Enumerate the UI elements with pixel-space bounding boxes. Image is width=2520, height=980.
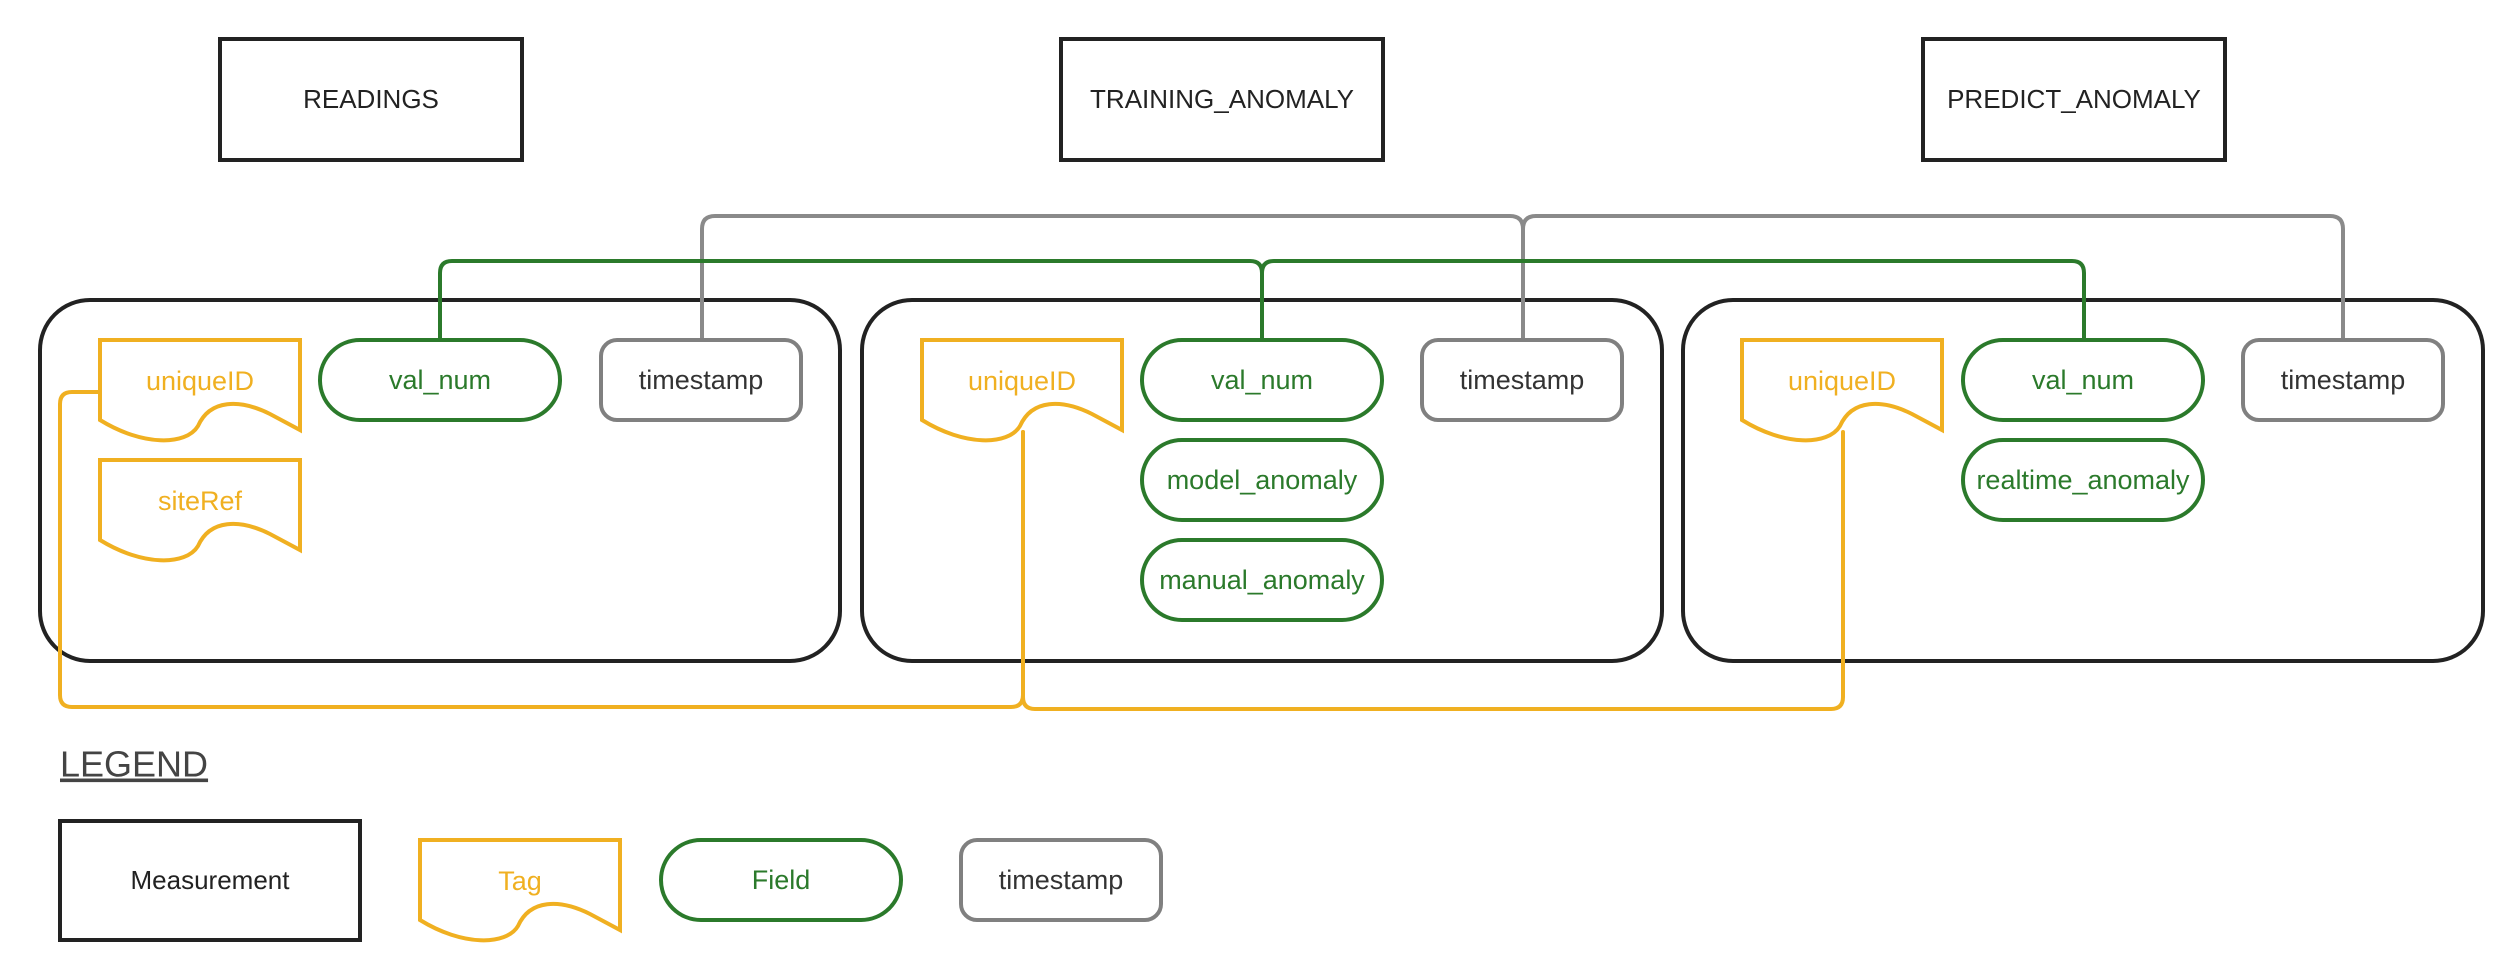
measurement-predict-anomaly: PREDICT_ANOMALY — [1921, 37, 2227, 162]
predict-tag-uniqueid: uniqueID — [1740, 338, 1944, 443]
timestamp-link-training-predict — [1521, 214, 2345, 342]
readings-tag-uniqueid: uniqueID — [98, 338, 302, 443]
training-field-model-anomaly-label: model_anomaly — [1167, 465, 1358, 495]
legend-tag-label: Tag — [498, 866, 542, 896]
readings-field-val-num-label: val_num — [389, 365, 491, 395]
legend-title: LEGEND — [60, 744, 208, 785]
readings-tag-uniqueid-label: uniqueID — [146, 366, 254, 396]
training-field-val-num: val_num — [1140, 338, 1384, 422]
predict-field-realtime-anomaly: realtime_anomaly — [1961, 438, 2205, 522]
measurement-training-anomaly: TRAINING_ANOMALY — [1059, 37, 1385, 162]
readings-timestamp: timestamp — [599, 338, 803, 422]
legend-measurement: Measurement — [58, 819, 362, 942]
legend-field-label: Field — [752, 865, 811, 895]
readings-timestamp-label: timestamp — [639, 365, 764, 395]
predict-timestamp: timestamp — [2241, 338, 2445, 422]
training-timestamp-label: timestamp — [1460, 365, 1585, 395]
training-field-manual-anomaly: manual_anomaly — [1140, 538, 1384, 622]
training-timestamp: timestamp — [1420, 338, 1624, 422]
training-field-val-num-label: val_num — [1211, 365, 1313, 395]
predict-field-val-num: val_num — [1961, 338, 2205, 422]
uniqueid-link-training-predict — [1021, 430, 1845, 711]
training-tag-uniqueid-label: uniqueID — [968, 366, 1076, 396]
readings-tag-siteref-label: siteRef — [158, 486, 243, 516]
predict-timestamp-label: timestamp — [2281, 365, 2406, 395]
uniqueid-link-readings-training — [58, 390, 1025, 709]
readings-field-val-num: val_num — [318, 338, 562, 422]
legend-measurement-label: Measurement — [131, 865, 291, 895]
predict-field-realtime-anomaly-label: realtime_anomaly — [1976, 465, 2190, 495]
measurement-training-label: TRAINING_ANOMALY — [1090, 84, 1354, 114]
legend-tag: Tag — [418, 838, 622, 943]
timestamp-link-readings-training — [700, 214, 1525, 342]
training-tag-uniqueid: uniqueID — [920, 338, 1124, 443]
val-num-link-training-predict — [1260, 259, 2086, 342]
measurement-readings-label: READINGS — [303, 84, 439, 114]
predict-tag-uniqueid-label: uniqueID — [1788, 366, 1896, 396]
readings-tag-siteref: siteRef — [98, 458, 302, 563]
training-field-model-anomaly: model_anomaly — [1140, 438, 1384, 522]
predict-field-val-num-label: val_num — [2032, 365, 2134, 395]
legend-timestamp: timestamp — [959, 838, 1163, 922]
legend-timestamp-label: timestamp — [999, 865, 1124, 895]
measurement-readings: READINGS — [218, 37, 524, 162]
measurement-predict-label: PREDICT_ANOMALY — [1947, 84, 2201, 114]
training-field-manual-anomaly-label: manual_anomaly — [1159, 565, 1365, 595]
legend-field: Field — [659, 838, 903, 922]
